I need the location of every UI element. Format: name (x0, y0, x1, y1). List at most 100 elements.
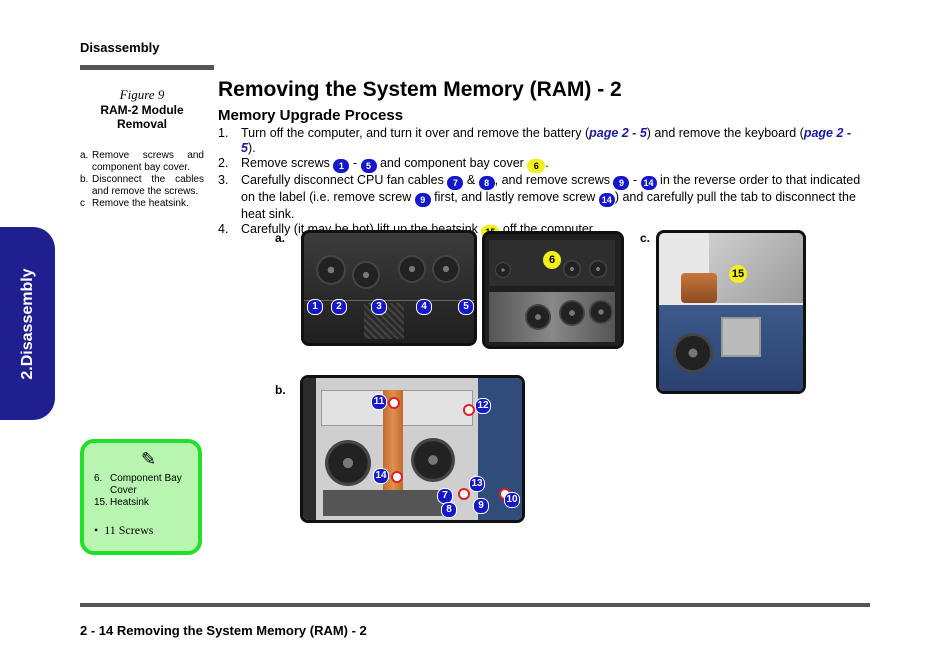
photo-c-heatsink-removal: 15 (656, 230, 806, 394)
figure-number: Figure 9 (119, 87, 165, 102)
case-seam (304, 300, 474, 301)
step-text: Remove screws (241, 156, 334, 170)
callout-badge: 9 (613, 176, 630, 190)
step-text: . (545, 156, 549, 170)
callout-badge: 9 (414, 193, 431, 207)
callout-badge: 9 (473, 498, 489, 514)
page-link[interactable]: page 2 - 5 (241, 126, 852, 155)
vent-grille (563, 260, 581, 278)
step-text: ). (247, 141, 256, 155)
step-text: Remove the heatsink. (92, 198, 189, 209)
vent-grille (495, 262, 511, 278)
note-bullet: • 11 Screws (94, 523, 154, 537)
step-text: in the reverse order to that indicated o… (241, 173, 861, 204)
fan (525, 304, 551, 330)
screw-marker (391, 471, 403, 483)
callout-badge: 8 (478, 176, 495, 190)
fan (673, 333, 713, 373)
step-letter: a. (80, 150, 89, 161)
step-text: & (463, 173, 479, 187)
photo-b-cables-screws: 11 12 14 13 7 8 9 10 (300, 375, 525, 523)
callout-badge: 10 (504, 492, 520, 508)
board-lower (323, 490, 443, 516)
screw-marker (388, 397, 400, 409)
figure-step: a.Remove screws and component bay cover. (80, 150, 204, 174)
page-title: Removing the System Memory (RAM) - 2 (218, 78, 622, 101)
screw-marker (458, 488, 470, 500)
callout-badge: 5 (458, 299, 474, 315)
step-text: ) and carefully pull the tab to disconne… (241, 190, 856, 221)
step-text: ) and remove the keyboard ( (646, 126, 804, 140)
note-list: 6. Component Bay Cover 15.Heatsink (94, 473, 196, 509)
pencil-icon: ✎ (141, 449, 157, 469)
figure-steps: a.Remove screws and component bay cover.… (80, 150, 204, 210)
step-text: Remove screws and component bay cover. (92, 150, 204, 173)
callout-badge: 14 (373, 468, 389, 484)
step-text: first, and lastly remove screw (430, 190, 599, 204)
procedure-list: 1. Turn off the computer, and turn it ov… (218, 126, 868, 239)
photo-label-c: c. (640, 231, 651, 245)
callout-badge: 5 (360, 159, 377, 173)
photo-label-b: b. (275, 383, 286, 397)
step-text: and component bay cover (376, 156, 528, 170)
photo-a-bottom-case: 1 2 3 4 5 (301, 230, 477, 346)
photo-a-cover-removed: 6 (482, 231, 624, 349)
note-item: 6. Component Bay Cover (94, 473, 196, 497)
chapter-side-tab: 2.Disassembly (0, 227, 55, 420)
note-item: 15.Heatsink (94, 497, 196, 509)
figure-step: c Remove the heatsink. (80, 198, 204, 210)
callout-badge: 2 (331, 299, 347, 315)
callout-badge: 1 (307, 299, 323, 315)
note-num: 15. (94, 497, 108, 508)
fan (411, 438, 455, 482)
vent-grille (316, 255, 346, 285)
vent-grille (432, 255, 460, 283)
step-number: 3. (218, 173, 229, 187)
procedure-step: 3. Carefully disconnect CPU fan cables 7… (218, 173, 868, 222)
fan (559, 300, 585, 326)
callout-badge: 14 (598, 193, 615, 207)
figure-title-line: RAM-2 Module (100, 103, 184, 117)
figure-step: b.Disconnect the cables and remove the s… (80, 174, 204, 198)
step-number: 1. (218, 126, 229, 140)
callout-badge: 1 (333, 159, 350, 173)
header-rule (80, 65, 214, 70)
page-footer: 2 - 14 Removing the System Memory (RAM) … (80, 623, 367, 638)
fan (589, 300, 613, 324)
procedure-step: 1. Turn off the computer, and turn it ov… (218, 126, 868, 156)
step-text: Disconnect the cables and remove the scr… (92, 174, 204, 197)
callout-badge: 4 (416, 299, 432, 315)
callout-badge: 14 (640, 176, 657, 190)
page-subtitle: Memory Upgrade Process (218, 107, 404, 124)
step-text: Turn off the computer, and turn it over … (241, 126, 590, 140)
callout-badge: 8 (441, 502, 457, 518)
callout-badge-yellow: 15 (729, 265, 747, 283)
vent-grille (352, 261, 380, 289)
step-number: 4. (218, 222, 229, 236)
figure-title-line: Removal (116, 117, 168, 131)
callout-badge: 7 (447, 176, 464, 190)
vent-grille (398, 255, 426, 283)
step-text: - (349, 156, 361, 170)
copper-heatpipe (681, 273, 717, 303)
step-letter: c (80, 198, 85, 209)
screw-marker (463, 404, 475, 416)
fan (325, 440, 371, 486)
page-link[interactable]: page 2 - 5 (589, 126, 647, 140)
callout-badge-yellow: 6 (543, 251, 561, 269)
footer-rule (80, 603, 870, 607)
section-header: Disassembly (80, 40, 160, 55)
side-tab-label: 2.Disassembly (18, 267, 36, 380)
callout-badge: 12 (475, 398, 491, 414)
note-bullet-text: 11 Screws (104, 523, 154, 537)
step-text: - (629, 173, 641, 187)
cpu-socket (721, 317, 761, 357)
heatsink (709, 233, 803, 303)
step-letter: b. (80, 174, 89, 185)
vent-grille (589, 260, 607, 278)
photo-label-a: a. (275, 231, 286, 245)
step-text: , and remove screws (494, 173, 614, 187)
step-text: Carefully disconnect CPU fan cables (241, 173, 448, 187)
note-text: Component Bay Cover (110, 473, 182, 496)
note-num: 6. (94, 473, 103, 484)
